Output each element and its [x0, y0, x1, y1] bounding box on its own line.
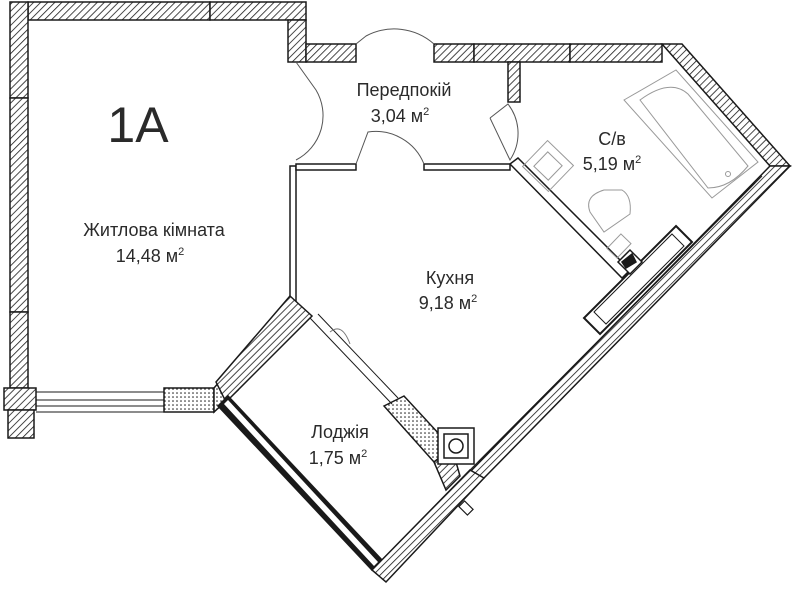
kitchen-name: Кухня	[426, 268, 474, 288]
wall-left-upper	[9, 1, 29, 99]
diagonal-exterior-wall	[462, 165, 792, 479]
wall-bath-pier	[507, 61, 521, 103]
bathroom-name: С/в	[598, 129, 626, 149]
hallway-name: Передпокій	[357, 80, 452, 100]
living-area: 14,48 м2	[116, 246, 185, 266]
wall-right-top-a	[433, 43, 475, 63]
wall-left-lower	[9, 311, 29, 389]
wall-left-stub	[3, 387, 37, 411]
kitchen-area: 9,18 м2	[419, 293, 478, 313]
bathroom-shaft	[616, 248, 644, 276]
loggia-door	[309, 313, 399, 405]
diagonal-windows	[582, 224, 694, 336]
loggia-area: 1,75 м2	[309, 448, 368, 468]
left-window	[36, 391, 164, 413]
wall-right-top-b	[473, 43, 571, 63]
wall-top-left	[27, 1, 211, 21]
wall-right-diagonal	[660, 43, 792, 167]
hallway-area: 3,04 м2	[371, 106, 430, 126]
wall-top-mid	[209, 1, 307, 21]
wall-left-stub-base	[7, 409, 35, 439]
unit-code: 1A	[107, 97, 169, 153]
interior-walls	[215, 157, 632, 584]
living-name: Житлова кімната	[83, 220, 225, 240]
wall-left-mid	[9, 97, 29, 313]
bathroom-fixtures	[521, 69, 759, 259]
door-swings	[295, 28, 519, 165]
wall-tab	[458, 500, 474, 516]
bathroom-area: 5,19 м2	[583, 154, 642, 174]
wall-hall-left	[287, 19, 307, 63]
exterior-walls	[3, 1, 792, 439]
loggia-name: Лоджія	[311, 422, 369, 442]
wall-hall-top	[305, 43, 357, 63]
wall-right-top-c	[569, 43, 663, 63]
room-labels: 1A Передпокій 3,04 м2 С/в 5,19 м2 Житлов…	[83, 80, 641, 468]
